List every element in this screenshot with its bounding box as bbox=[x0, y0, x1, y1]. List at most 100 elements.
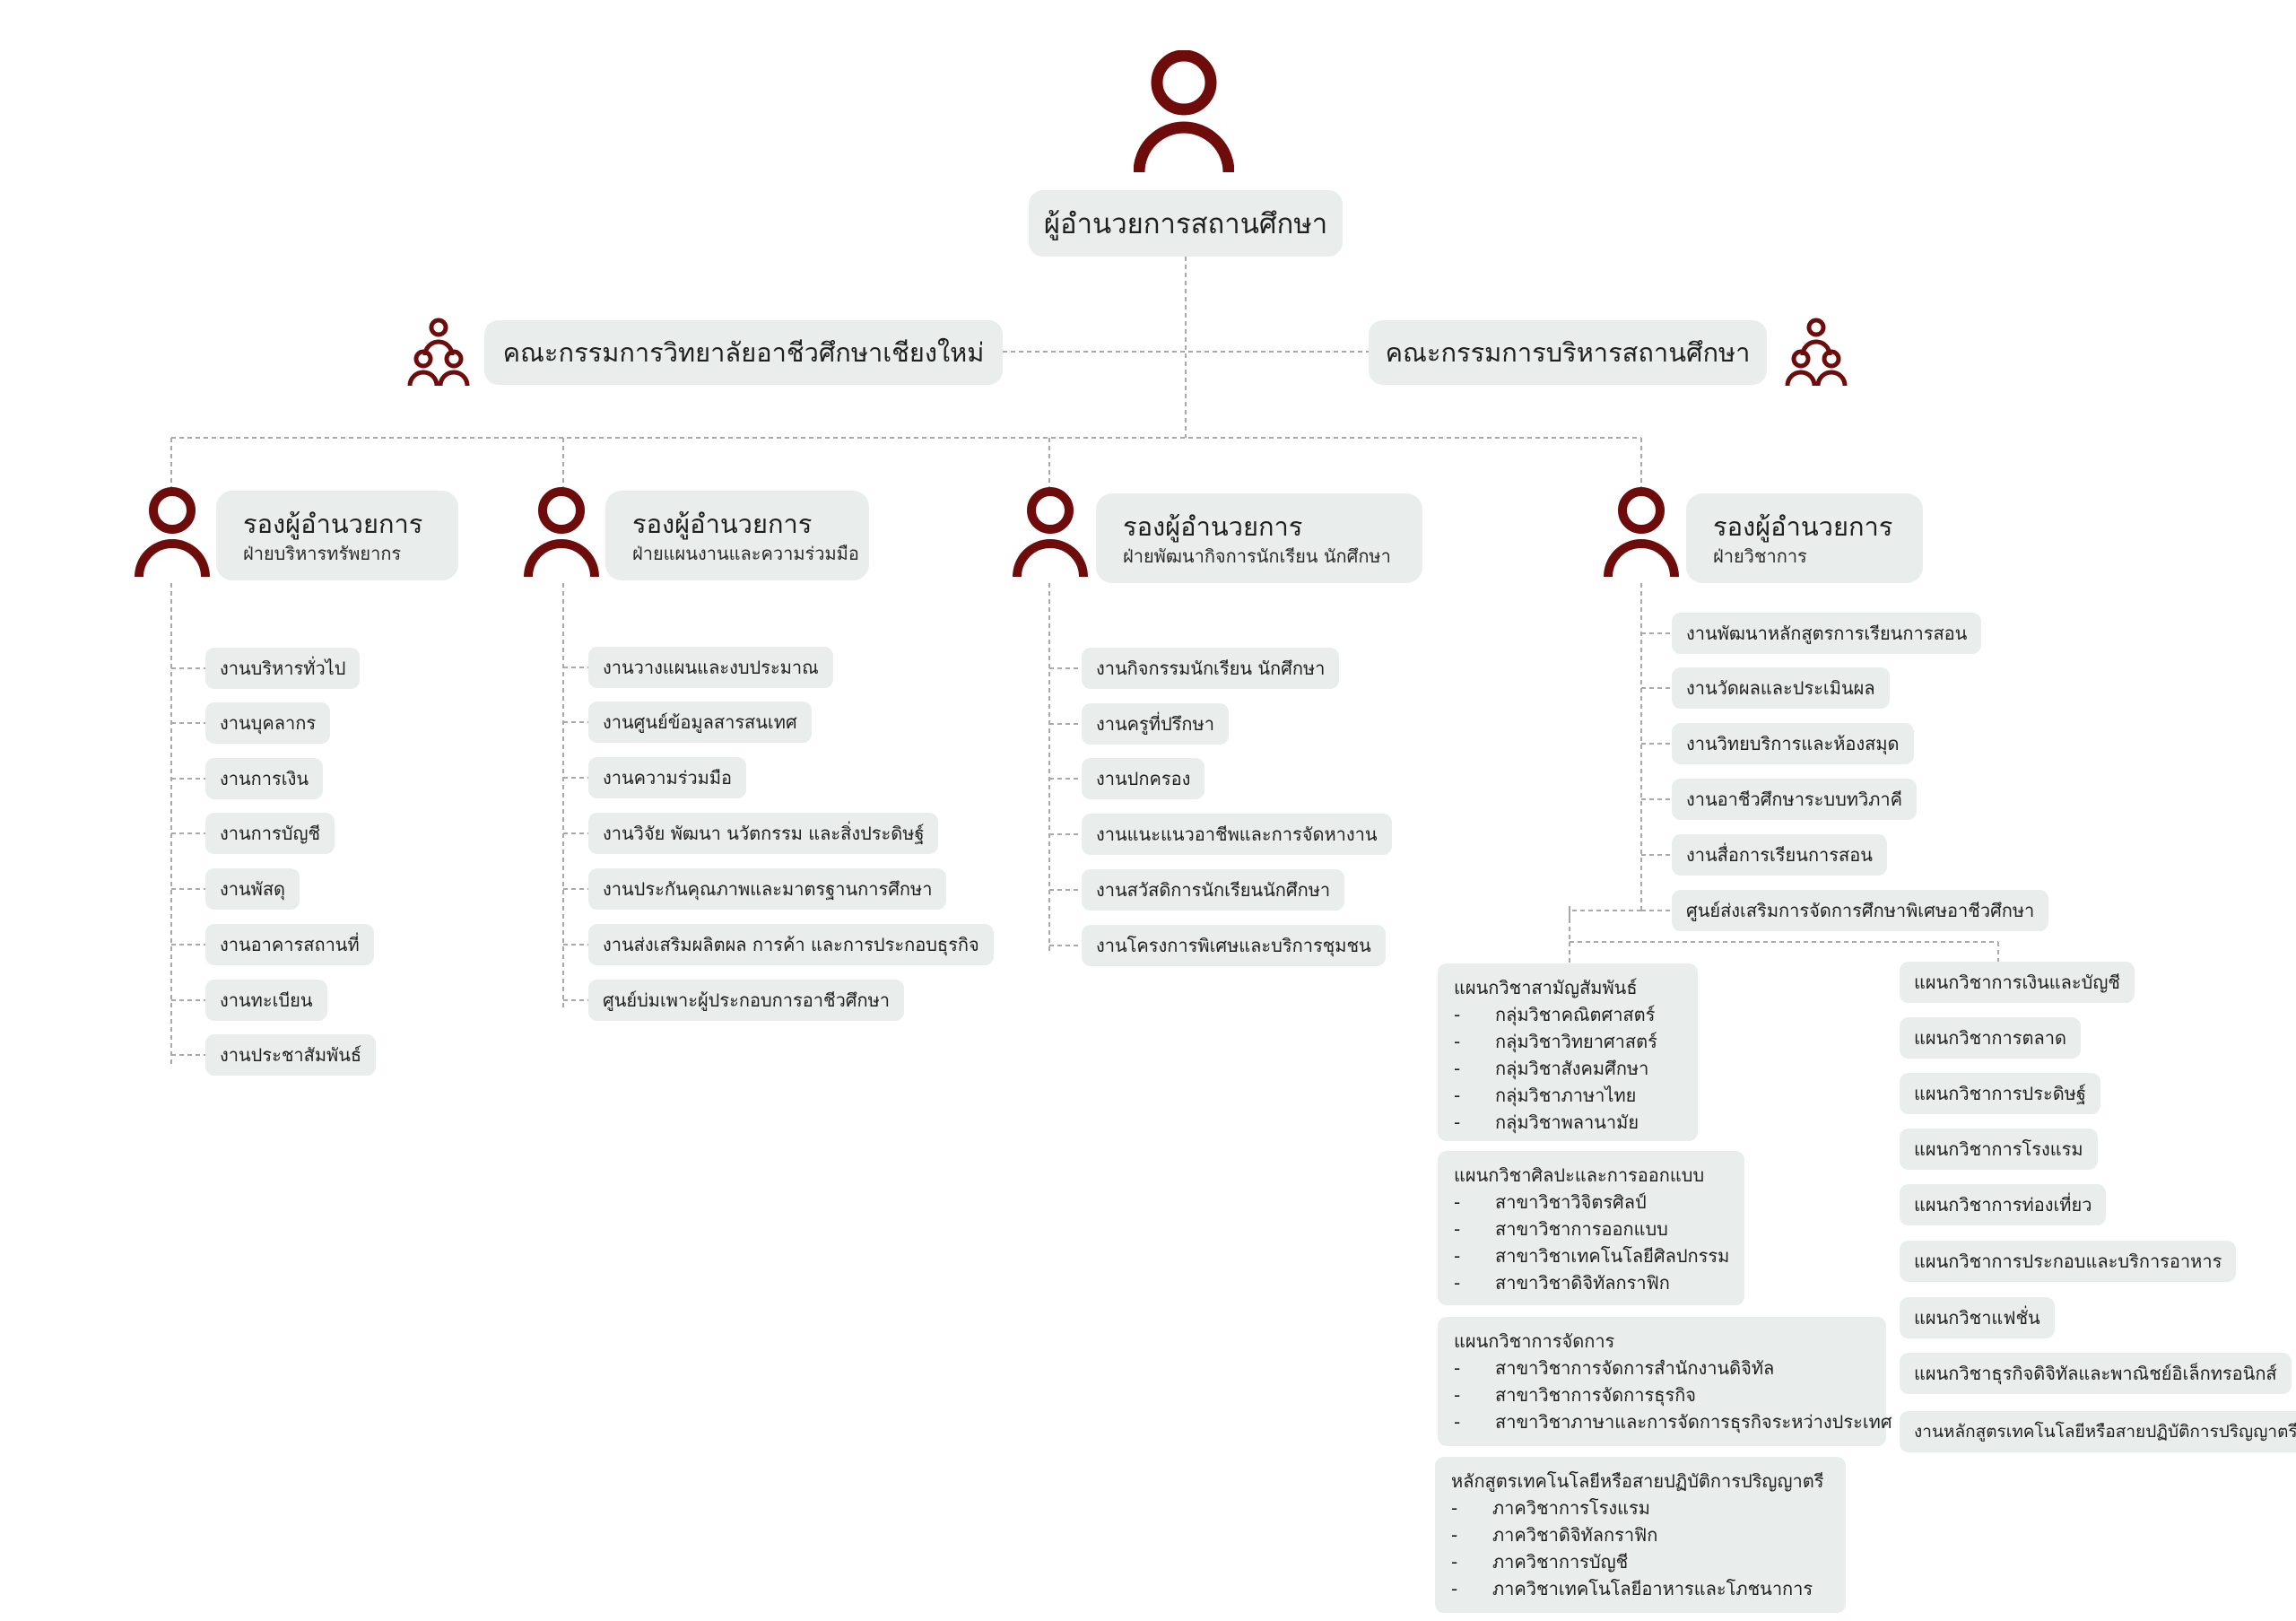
task-item: งานทะเบียน bbox=[205, 980, 327, 1021]
task-label: งานกิจกรรมนักเรียน นักศึกษา bbox=[1096, 658, 1326, 679]
department-item: -กลุ่มวิชาภาษาไทย bbox=[1454, 1085, 1637, 1106]
task-item: งานพัสดุ bbox=[205, 868, 300, 910]
task-label: งานวัดผลและประเมินผล bbox=[1686, 677, 1875, 699]
task-item: งานอาชีวศึกษาระบบทวิภาคี bbox=[1672, 779, 1918, 820]
task-label: งานปกครอง bbox=[1096, 768, 1191, 789]
task-label: งานสวัสดิการนักเรียนนักศึกษา bbox=[1096, 879, 1331, 901]
department-item: -ภาควิชาดิจิทัลกราฟิก bbox=[1451, 1524, 1658, 1546]
deputy-title: รองผู้อำนวยการ bbox=[1123, 511, 1303, 542]
department-label: แผนกวิชาการประกอบและบริการอาหาร bbox=[1914, 1251, 2222, 1272]
department-item: -กลุ่มวิชาคณิตศาสตร์ bbox=[1454, 1004, 1656, 1025]
director-person-icon bbox=[1134, 50, 1234, 173]
department-item: -ภาควิชาการบัญชี bbox=[1451, 1551, 1629, 1573]
deputy-resources-box: รองผู้อำนวยการ ฝ่ายบริหารทรัพยากร bbox=[216, 491, 458, 580]
task-item: งานประชาสัมพันธ์ bbox=[205, 1034, 377, 1076]
department-item: -กลุ่มวิชาพลานามัย bbox=[1454, 1111, 1639, 1133]
task-item: งานสวัสดิการนักเรียนนักศึกษา bbox=[1082, 869, 1345, 911]
task-label: งานบุคลากร bbox=[220, 712, 317, 734]
task-item: ศูนย์ส่งเสริมการจัดการศึกษาพิเศษอาชีวศึก… bbox=[1672, 890, 2049, 931]
department-item: -สาขาวิชาวิจิตรศิลป์ bbox=[1454, 1191, 1647, 1213]
task-item: ศูนย์บ่มเพาะผู้ประกอบการอาชีวศึกษา bbox=[588, 980, 905, 1021]
task-label: งานพัสดุ bbox=[220, 878, 286, 900]
task-label: งานแนะแนวอาชีพและการจัดหางาน bbox=[1096, 824, 1378, 845]
task-item: งานพัฒนาหลักสูตรการเรียนการสอน bbox=[1672, 613, 1982, 654]
department-label: แผนกวิชาการท่องเที่ยว bbox=[1914, 1194, 2092, 1216]
deputy-title: รองผู้อำนวยการ bbox=[632, 509, 813, 539]
task-item: งานส่งเสริมผลิตผล การค้า และการประกอบธุร… bbox=[588, 924, 994, 965]
director-title: ผู้อำนวยการสถานศึกษา bbox=[1043, 208, 1328, 240]
department-item: -สาขาวิชาการจัดการธุรกิจ bbox=[1454, 1384, 1697, 1406]
department-item: -กลุ่มวิชาสังคมศึกษา bbox=[1454, 1058, 1649, 1079]
task-item: งานบริหารทั่วไป bbox=[205, 648, 361, 689]
task-item: งานการบัญชี bbox=[205, 813, 335, 854]
deputy-title: รองผู้อำนวยการ bbox=[243, 509, 423, 539]
task-label: งานวางแผนและงบประมาณ bbox=[603, 657, 819, 678]
task-label: งานสื่อการเรียนการสอน bbox=[1686, 844, 1873, 866]
department-item: แผนกวิชาการตลาด bbox=[1900, 1017, 2081, 1059]
department-title: หลักสูตรเทคโนโลยีหรือสายปฏิบัติการปริญญา… bbox=[1451, 1470, 1824, 1492]
department-label: แผนกวิชาธุรกิจดิจิทัลและพาณิชย์อิเล็กทรอ… bbox=[1914, 1363, 2277, 1384]
department-label: แผนกวิชาการโรงแรม bbox=[1914, 1138, 2083, 1160]
department-title: แผนกวิชาสามัญสัมพันธ์ bbox=[1454, 977, 1638, 998]
department-item: แผนกวิชาการประดิษฐ์ bbox=[1900, 1073, 2100, 1114]
department-item: -กลุ่มวิชาวิทยาศาสตร์ bbox=[1454, 1031, 1657, 1052]
department-item: -สาขาวิชาดิจิทัลกราฟิก bbox=[1454, 1272, 1670, 1294]
task-label: งานวิจัย พัฒนา นวัตกรรม และสิ่งประดิษฐ์ bbox=[603, 823, 925, 844]
task-label: งานพัฒนาหลักสูตรการเรียนการสอน bbox=[1686, 623, 1968, 644]
department-box-general: แผนกวิชาสามัญสัมพันธ์ -กลุ่มวิชาคณิตศาสต… bbox=[1438, 963, 1698, 1141]
task-item: งานโครงการพิเศษและบริการชุมชน bbox=[1082, 925, 1386, 966]
deputy-division: ฝ่ายวิชาการ bbox=[1713, 545, 1807, 567]
deputy-planning-box: รองผู้อำนวยการ ฝ่ายแผนงานและความร่วมมือ bbox=[605, 491, 869, 580]
department-item: งานหลักสูตรเทคโนโลยีหรือสายปฏิบัติการปริ… bbox=[1900, 1411, 2296, 1452]
task-item: งานแนะแนวอาชีพและการจัดหางาน bbox=[1082, 814, 1392, 855]
task-label: งานอาชีวศึกษาระบบทวิภาคี bbox=[1686, 789, 1903, 810]
task-item: งานอาคารสถานที่ bbox=[205, 924, 374, 965]
department-label: แผนกวิชาแฟชั่น bbox=[1914, 1307, 2040, 1329]
task-label: งานโครงการพิเศษและบริการชุมชน bbox=[1096, 935, 1371, 956]
department-box-bachelor: หลักสูตรเทคโนโลยีหรือสายปฏิบัติการปริญญา… bbox=[1435, 1457, 1846, 1613]
deputy-student-affairs-box: รองผู้อำนวยการ ฝ่ายพัฒนากิจการนักเรียน น… bbox=[1096, 493, 1422, 583]
department-item: -สาขาวิชาการจัดการสำนักงานดิจิทัล bbox=[1454, 1357, 1775, 1379]
department-title: แผนกวิชาศิลปะและการออกแบบ bbox=[1454, 1164, 1705, 1186]
department-box-management: แผนกวิชาการจัดการ -สาขาวิชาการจัดการสำนั… bbox=[1438, 1317, 1892, 1446]
task-item: งานความร่วมมือ bbox=[588, 757, 747, 798]
department-item: แผนกวิชาแฟชั่น bbox=[1900, 1297, 2055, 1338]
task-label: งานการเงิน bbox=[220, 768, 309, 789]
deputy-academic-box: รองผู้อำนวยการ ฝ่ายวิชาการ bbox=[1686, 493, 1923, 583]
task-item: งานบุคลากร bbox=[205, 702, 331, 744]
task-item: งานปกครอง bbox=[1082, 758, 1205, 799]
department-label: งานหลักสูตรเทคโนโลยีหรือสายปฏิบัติการปริ… bbox=[1914, 1422, 2296, 1442]
task-label: ศูนย์บ่มเพาะผู้ประกอบการอาชีวศึกษา bbox=[603, 989, 891, 1011]
department-box-art-design: แผนกวิชาศิลปะและการออกแบบ -สาขาวิชาวิจิต… bbox=[1438, 1151, 1744, 1305]
deputy-division: ฝ่ายแผนงานและความร่วมมือ bbox=[632, 543, 859, 564]
deputy-person-icon bbox=[524, 487, 599, 578]
task-item: งานกิจกรรมนักเรียน นักศึกษา bbox=[1082, 648, 1340, 689]
admin-committee-label: คณะกรรมการบริหารสถานศึกษา bbox=[1385, 337, 1751, 368]
task-label: งานทะเบียน bbox=[220, 989, 313, 1011]
task-item: งานครูที่ปรึกษา bbox=[1082, 703, 1229, 745]
deputy-person-icon bbox=[1604, 487, 1679, 578]
task-item: งานศูนย์ข้อมูลสารสนเทศ bbox=[588, 702, 812, 743]
task-item: งานวิจัย พัฒนา นวัตกรรม และสิ่งประดิษฐ์ bbox=[588, 813, 939, 854]
task-label: ศูนย์ส่งเสริมการจัดการศึกษาพิเศษอาชีวศึก… bbox=[1686, 900, 2035, 921]
task-label: งานความร่วมมือ bbox=[603, 767, 733, 789]
committee-group-icon bbox=[407, 318, 470, 387]
department-label: แผนกวิชาการเงินและบัญชี bbox=[1914, 972, 2120, 993]
department-item: -สาขาวิชาเทคโนโลยีศิลปกรรม bbox=[1454, 1245, 1730, 1267]
college-committee-label: คณะกรรมการวิทยาลัยอาชีวศึกษาเชียงใหม่ bbox=[502, 337, 985, 368]
task-label: งานครูที่ปรึกษา bbox=[1096, 713, 1214, 735]
task-label: งานประกันคุณภาพและมาตรฐานการศึกษา bbox=[603, 878, 933, 900]
department-item: แผนกวิชาธุรกิจดิจิทัลและพาณิชย์อิเล็กทรอ… bbox=[1900, 1353, 2292, 1394]
task-item: งานวางแผนและงบประมาณ bbox=[588, 647, 833, 688]
department-item: แผนกวิชาการเงินและบัญชี bbox=[1900, 962, 2135, 1003]
task-label: งานส่งเสริมผลิตผล การค้า และการประกอบธุร… bbox=[603, 934, 979, 955]
admin-committee-box: คณะกรรมการบริหารสถานศึกษา bbox=[1369, 320, 1767, 385]
deputy-person-icon bbox=[135, 487, 210, 578]
task-label: งานศูนย์ข้อมูลสารสนเทศ bbox=[603, 711, 797, 733]
college-committee-box: คณะกรรมการวิทยาลัยอาชีวศึกษาเชียงใหม่ bbox=[484, 320, 1003, 385]
task-label: งานอาคารสถานที่ bbox=[220, 934, 360, 955]
deputy-title: รองผู้อำนวยการ bbox=[1713, 511, 1893, 542]
department-title: แผนกวิชาการจัดการ bbox=[1454, 1330, 1615, 1352]
deputy-division: ฝ่ายบริหารทรัพยากร bbox=[243, 543, 402, 564]
